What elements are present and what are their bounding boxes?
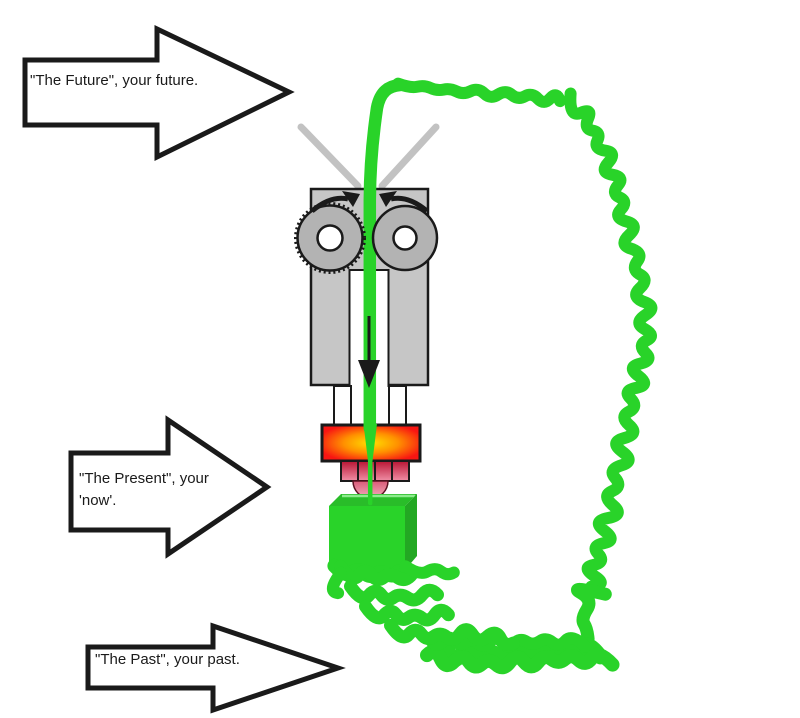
funnel-right-guide — [378, 123, 440, 190]
squiggle-stroke — [564, 87, 658, 593]
left-post — [333, 385, 352, 427]
filament-line — [363, 78, 407, 435]
squiggle-stroke — [344, 579, 444, 607]
nozzle-fins — [340, 460, 410, 482]
squiggle-stroke — [359, 599, 455, 627]
rotation-arrowhead-right-icon — [379, 191, 397, 207]
filament-guide-funnel — [297, 123, 440, 190]
gear-rotation-arrows — [310, 191, 429, 213]
squiggle-stroke — [334, 559, 419, 587]
past-label: "The Past", your past. — [95, 651, 240, 668]
past-arrow — [85, 622, 346, 714]
printed-block — [329, 494, 417, 570]
feed-arrowhead-icon — [358, 360, 380, 388]
squiggle-stroke — [326, 566, 347, 600]
drive-gear-left — [294, 202, 366, 274]
printed-block-side — [405, 494, 417, 570]
drive-gear-right — [371, 204, 439, 272]
rotation-arrowhead-left-icon — [342, 191, 360, 207]
rotation-arc-right — [390, 195, 429, 213]
gear-left-knurl — [294, 202, 366, 274]
present-arrow — [68, 415, 272, 559]
future-label: "The Future", your future. — [30, 72, 199, 89]
gear-right-hub — [392, 225, 418, 251]
squiggle-stroke — [570, 582, 612, 646]
extruded-filament-squiggle — [326, 77, 658, 675]
right-post — [388, 385, 407, 427]
hot-end — [320, 423, 422, 500]
funnel-left-guide — [297, 123, 362, 190]
filament-strand — [363, 78, 407, 506]
gear-left-hub — [316, 224, 344, 252]
rotation-arc-left — [310, 195, 349, 213]
present-label: "The Present", your 'now'. — [79, 470, 209, 509]
filament-taper — [363, 424, 377, 461]
squiggle-stroke — [384, 618, 520, 651]
squiggle-stroke — [392, 77, 566, 108]
future-arrow — [22, 25, 295, 162]
feed-direction-arrow — [358, 316, 380, 388]
printed-block-front — [329, 506, 405, 570]
squiggle-stroke — [399, 560, 460, 581]
squiggle-stroke — [420, 644, 620, 675]
